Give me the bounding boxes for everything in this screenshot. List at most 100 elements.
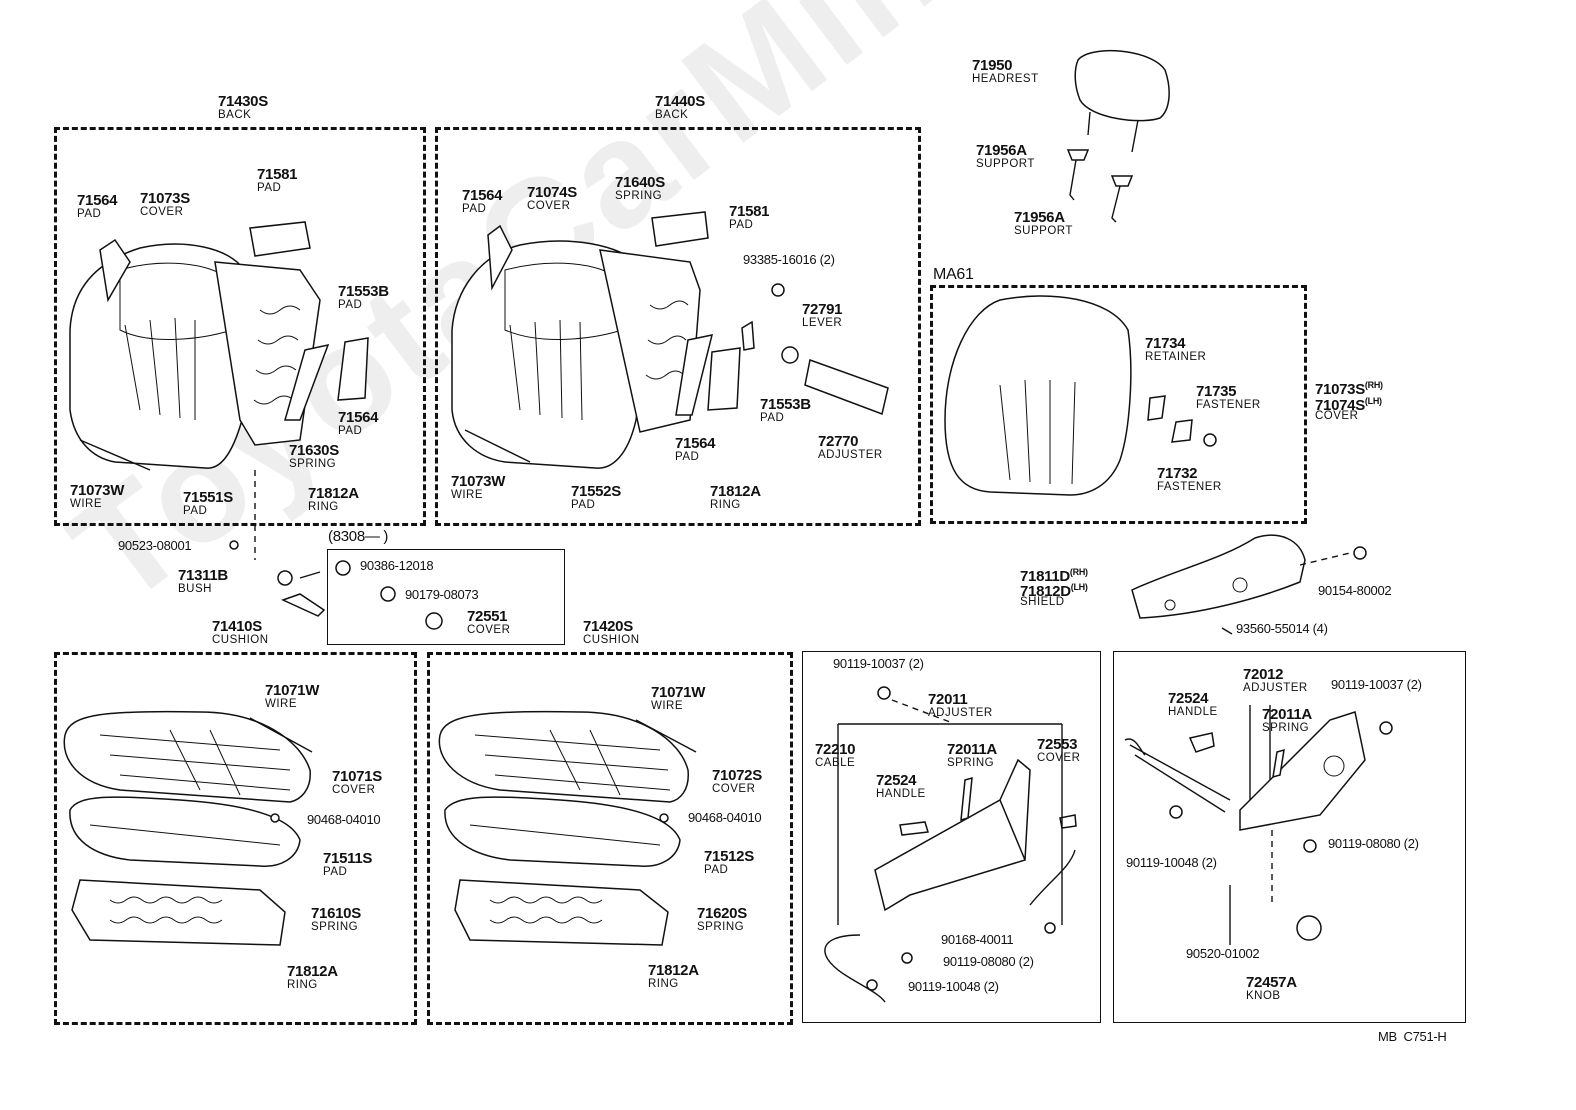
manual-adjuster-box [802,651,1101,1023]
part-number: 71071W [265,682,320,699]
part-number: 90119-08080 (2) [1328,836,1419,851]
part-desc: PAD [729,219,754,231]
part-desc: WIRE [70,498,103,510]
part-desc: KNOB [1246,990,1281,1002]
part-desc: COVER [1037,752,1081,764]
part-number: 71564 [462,187,503,204]
part-number: 71956A [1014,209,1065,226]
part-desc: SUPPORT [976,158,1035,170]
part-number: 71073S [140,190,190,207]
part-number: 71811D(RH) [1020,565,1088,584]
part-desc: PAD [704,864,729,876]
side-rh: (RH) [1069,567,1088,577]
part-number: 72524 [1168,690,1209,707]
part-number: 72457A [1246,974,1297,991]
part-desc: SPRING [289,458,337,470]
part-desc: COVER [467,624,511,636]
part-desc: COVER [332,784,376,796]
part-number: 71950 [972,57,1013,74]
cushion-left-drawing [63,710,313,946]
part-number: 72524 [876,772,917,789]
group-desc-cushion-right: CUSHION [583,634,640,646]
part-desc: PAD [183,505,208,517]
part-number: 71732 [1157,465,1198,482]
part-desc: PAD [338,299,363,311]
part-number: 93385-16016 (2) [743,252,835,267]
part-number: 71812A [710,483,761,500]
group-desc-back-left: BACK [218,109,252,121]
part-desc: SPRING [947,757,995,769]
part-number-lh: 71812D [1020,583,1071,600]
part-desc: PAD [338,425,363,437]
side-lh: (LH) [1070,582,1088,592]
cushion-left-group-box [54,652,417,1025]
part-number: 90179-08073 [405,587,479,602]
part-desc: SPRING [697,921,745,933]
part-number: 71812A [308,485,359,502]
part-desc: ADJUSTER [1243,682,1308,694]
part-number: 72553 [1037,736,1078,753]
part-number: 72012 [1243,666,1284,683]
part-desc: PAD [462,203,487,215]
part-number: 71735 [1196,383,1237,400]
part-number: 72011A [1262,706,1312,723]
part-number: 71564 [675,435,716,452]
headrest-drawing [1066,50,1170,223]
part-number: 71073W [70,482,125,499]
part-number: 90119-10048 (2) [1126,855,1217,870]
part-number: 71630S [289,442,339,459]
back-left-group-box [54,127,426,526]
part-number: 71511S [323,850,373,867]
part-desc: PAD [571,499,596,511]
part-number: 71552S [571,483,621,500]
back-right-cover-drawing [451,211,889,469]
part-number: 71072S [712,767,762,784]
part-desc: PAD [675,451,700,463]
part-number: 71074S [527,184,577,201]
part-number-lh: 71074S [1315,397,1365,414]
part-number: 72210 [815,741,856,758]
ma61-cover-drawing [944,295,1217,496]
back-left-spring-drawing [214,221,369,446]
part-number: 90154-80002 [1318,583,1392,598]
part-desc: SPRING [311,921,359,933]
part-number: 90119-08080 (2) [943,954,1034,969]
group-desc-cushion-left: CUSHION [212,634,269,646]
part-desc: RING [287,979,318,991]
inset-date-label: (8308— ) [328,528,389,545]
cushion-right-drawing [438,710,697,946]
part-number: 90468-04010 [307,812,381,827]
shield-drawing [1131,534,1367,635]
part-desc: BUSH [178,583,212,595]
part-number: 90523-08001 [118,538,192,553]
part-number-2: 71812D(LH) [1020,580,1088,599]
part-desc: PAD [257,182,282,194]
part-number-rh: 71811D [1020,568,1070,585]
part-number: 90168-40011 [941,932,1014,947]
part-desc: LEVER [802,317,843,329]
diagram-code: MB C751-H [1378,1029,1447,1044]
part-desc: FASTENER [1157,481,1222,493]
part-number: 72011A [947,741,997,758]
part-desc: RING [648,978,679,990]
part-desc: COVER [1315,410,1359,422]
part-number: 71620S [697,905,747,922]
bush-drawing [229,470,443,630]
power-adjuster-box [1113,651,1466,1023]
part-number: 90119-10048 (2) [908,979,999,994]
manual-adjuster-drawing [824,686,1077,1003]
part-number: 71553B [338,283,389,300]
part-number: 90386-12018 [360,558,434,573]
part-desc: FASTENER [1196,399,1261,411]
part-number: 71956A [976,142,1027,159]
part-number: 71512S [704,848,754,865]
part-number: 71071S [332,768,382,785]
inset-box [327,549,565,645]
ma61-label: MA61 [933,266,974,283]
part-desc: COVER [527,200,571,212]
part-number: 71640S [615,174,665,191]
cushion-right-group-box [427,652,793,1025]
part-number: 71564 [77,192,118,209]
part-number: 71581 [257,166,298,183]
